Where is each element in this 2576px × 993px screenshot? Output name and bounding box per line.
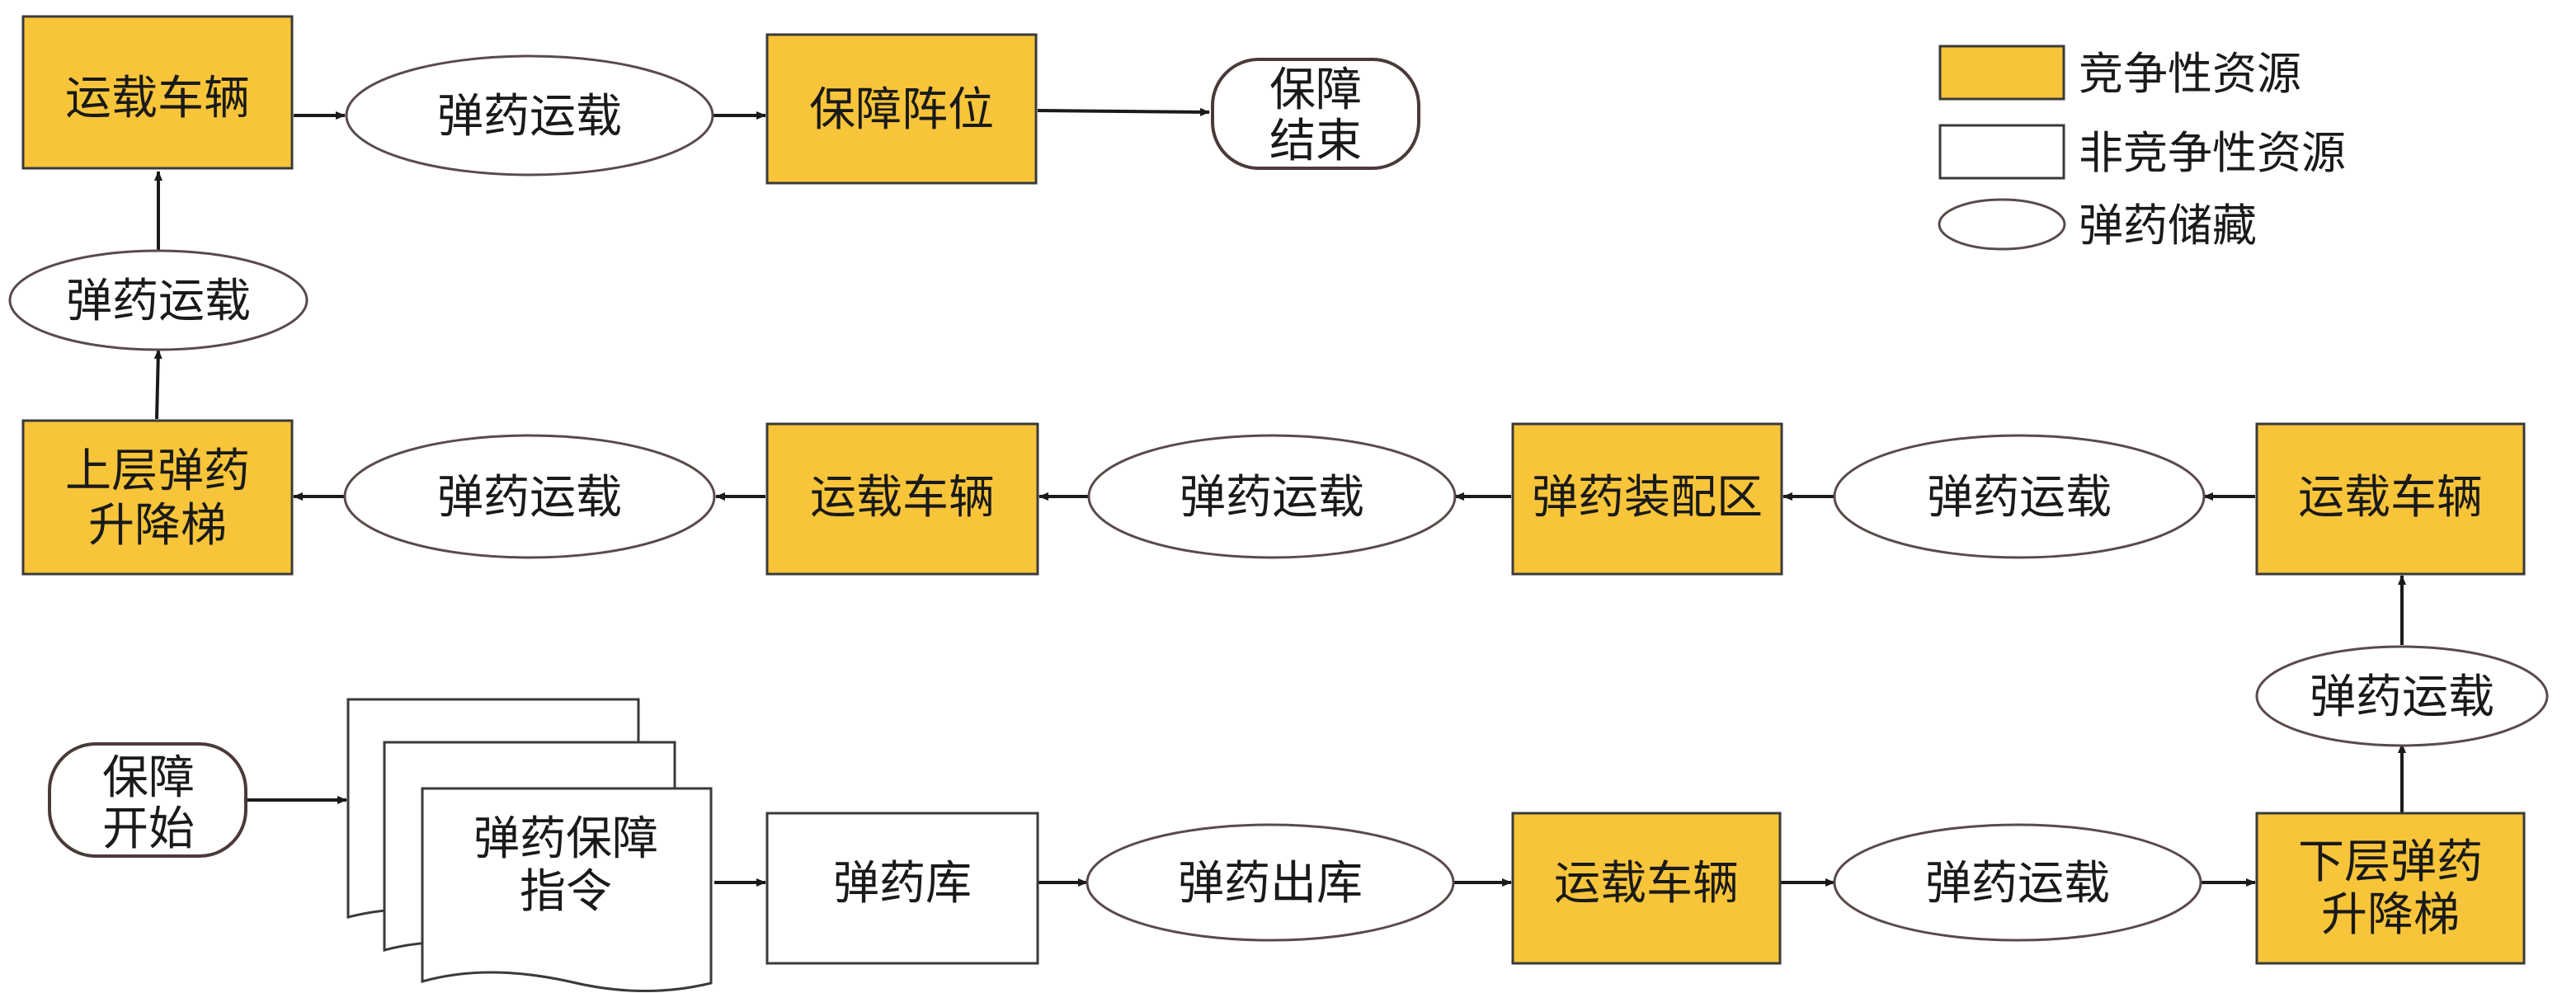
node-vehicle-mid: 运载车辆 <box>765 422 1039 576</box>
transport-left-label: 弹药运载 <box>66 275 251 328</box>
legend-label-storage: 弹药储藏 <box>2079 200 2257 252</box>
node-assembly: 弹药装配区 <box>1511 422 1783 576</box>
vehicle-mid-box <box>765 422 1039 576</box>
terminator-end <box>1211 58 1420 170</box>
upper-lift-label-line2: 升降梯 <box>88 499 227 553</box>
connectors <box>153 107 2406 887</box>
vehicle-right-box <box>2255 422 2526 576</box>
legend-swatch-storage <box>1938 198 2066 251</box>
end-label-line1: 保障 <box>1269 64 1362 117</box>
transport-bottom-label: 弹药运载 <box>1925 857 2110 911</box>
lower-lift-label-line1: 下层弹药 <box>2298 835 2483 889</box>
arrow-upperlift-to-transport <box>153 349 162 420</box>
legend-label-competitive: 竞争性资源 <box>2079 48 2301 100</box>
node-transport-right: 弹药运载 <box>2255 645 2549 747</box>
node-lower-lift: 下层弹药 升降梯 <box>2255 812 2526 965</box>
transport-bottom-ellipse <box>1833 823 2202 942</box>
vehicle-bottom-box <box>1511 812 1782 965</box>
position-label: 保障阵位 <box>809 83 994 137</box>
transport-top-label: 弹药运载 <box>437 90 622 144</box>
node-transport-mid1: 弹药运载 <box>1833 434 2206 559</box>
transport-mid2-label: 弹药运载 <box>1180 471 1364 525</box>
lower-lift-box <box>2255 812 2526 965</box>
node-outbound: 弹药出库 <box>1085 823 1455 942</box>
node-vehicle-bottom: 运载车辆 <box>1511 812 1782 965</box>
upper-lift-box <box>21 419 294 576</box>
node-order-document: 弹药保障 指令 <box>346 698 713 992</box>
legend-swatch-noncompetitive <box>1938 124 2065 180</box>
outbound-ellipse <box>1085 823 1455 942</box>
node-vehicle-right: 运载车辆 <box>2255 422 2526 576</box>
node-transport-top: 弹药运载 <box>345 54 714 176</box>
node-position: 保障阵位 <box>765 33 1038 185</box>
transport-mid1-ellipse <box>1833 434 2206 559</box>
transport-right-ellipse <box>2255 645 2549 747</box>
transport-mid2-ellipse <box>1087 434 1457 559</box>
node-depot: 弹药库 <box>765 812 1039 965</box>
vehicle-top-box <box>21 15 294 170</box>
transport-mid1-label: 弹药运载 <box>1927 471 2112 525</box>
transport-top-ellipse <box>345 54 714 176</box>
node-upper-lift: 上层弹药 升降梯 <box>21 419 294 576</box>
transport-mid3-label: 弹药运载 <box>437 471 622 525</box>
order-label-line1: 弹药保障 <box>473 812 658 866</box>
transport-left-ellipse <box>8 249 308 351</box>
node-vehicle-top: 运载车辆 <box>21 15 294 170</box>
start-label-line1: 保障 <box>102 751 195 805</box>
arrow-position-to-end <box>1037 107 1210 116</box>
node-end: 保障 结束 <box>1211 58 1420 170</box>
document-sheet-front <box>421 787 713 992</box>
node-start: 保障 开始 <box>48 742 247 858</box>
legend-label-noncompetitive: 非竞争性资源 <box>2079 127 2346 179</box>
assembly-label: 弹药装配区 <box>1532 471 1763 525</box>
order-label-line2: 指令 <box>520 865 612 919</box>
node-transport-mid3: 弹药运载 <box>343 434 716 559</box>
end-label-line2: 结束 <box>1269 115 1362 168</box>
vehicle-bottom-label: 运载车辆 <box>1554 857 1739 911</box>
node-transport-mid2: 弹药运载 <box>1087 434 1457 559</box>
depot-label: 弹药库 <box>833 857 972 911</box>
node-transport-bottom: 弹药运载 <box>1833 823 2202 942</box>
transport-mid3-ellipse <box>343 434 716 559</box>
vehicle-right-label: 运载车辆 <box>2298 471 2483 525</box>
lower-lift-label-line2: 升降梯 <box>2321 888 2460 942</box>
vehicle-mid-label: 运载车辆 <box>810 471 995 525</box>
vehicle-top-label: 运载车辆 <box>65 72 250 125</box>
terminator-start <box>48 742 247 858</box>
transport-right-label: 弹药运载 <box>2310 671 2494 724</box>
outbound-label: 弹药出库 <box>1178 857 1363 911</box>
legend-swatch-competitive <box>1938 45 2065 101</box>
depot-box <box>765 812 1039 965</box>
start-label-line2: 开始 <box>102 802 195 856</box>
legend: 竞争性资源 非竞争性资源 弹药储藏 <box>1938 45 2346 252</box>
upper-lift-label-line1: 上层弹药 <box>65 445 250 498</box>
position-box <box>765 33 1038 185</box>
node-transport-left: 弹药运载 <box>8 249 308 351</box>
assembly-box <box>1511 422 1783 576</box>
